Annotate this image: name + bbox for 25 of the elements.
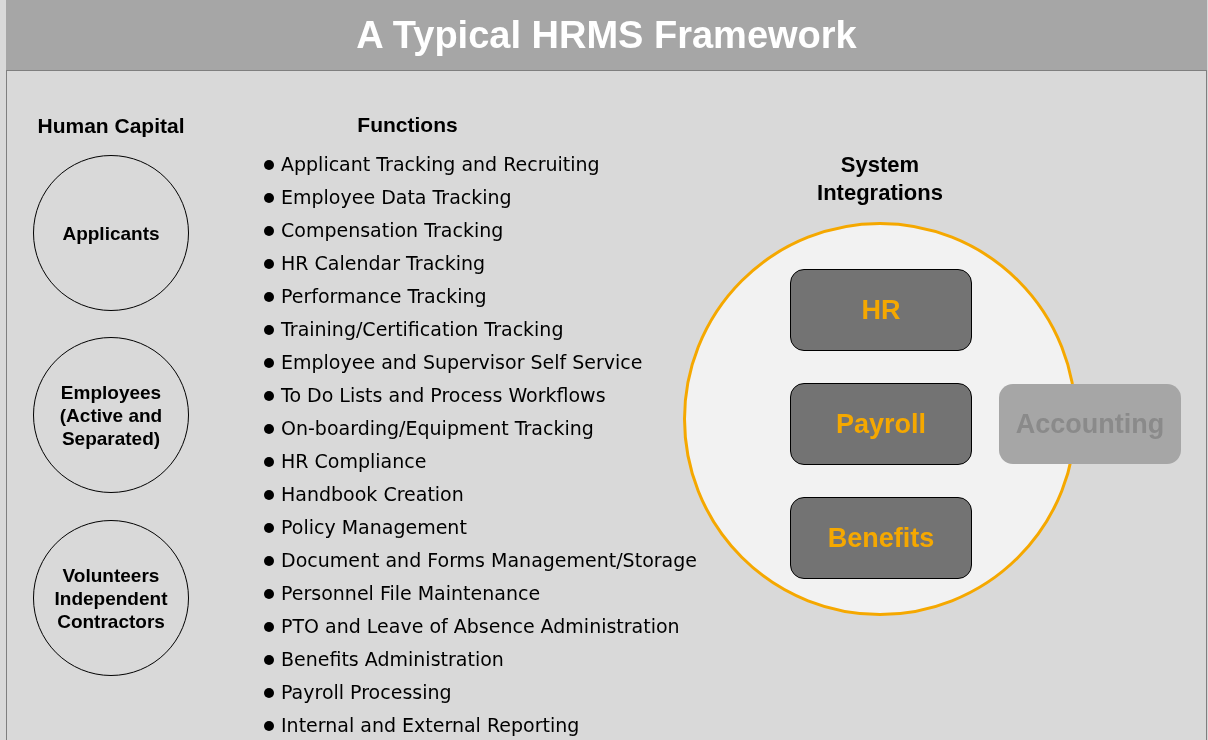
function-item: Applicant Tracking and Recruiting bbox=[281, 152, 600, 178]
function-item: HR Calendar Tracking bbox=[281, 251, 486, 277]
function-item: Document and Forms Management/Storage bbox=[281, 548, 697, 574]
function-item: To Do Lists and Process Workflows bbox=[281, 383, 606, 409]
system-box: Payroll bbox=[790, 383, 972, 465]
function-item: PTO and Leave of Absence Administration bbox=[281, 614, 680, 640]
function-item: Compensation Tracking bbox=[281, 218, 504, 244]
function-item: On-boarding/Equipment Tracking bbox=[281, 416, 594, 442]
system-box: Benefits bbox=[790, 497, 972, 579]
system-box: HR bbox=[790, 269, 972, 351]
function-item: Handbook Creation bbox=[281, 482, 464, 508]
function-item: Training/Certification Tracking bbox=[281, 317, 564, 343]
function-item: Policy Management bbox=[281, 515, 467, 541]
function-item: Internal and External Reporting bbox=[281, 713, 580, 739]
function-item: Employee Data Tracking bbox=[281, 185, 512, 211]
section-heading: System Integrations bbox=[816, 151, 944, 207]
function-item: Benefits Administration bbox=[281, 647, 504, 673]
function-item: Employee and Supervisor Self Service bbox=[281, 350, 643, 376]
title-bar: A Typical HRMS Framework bbox=[6, 0, 1207, 71]
section-heading: Human Capital bbox=[36, 113, 186, 139]
function-item: HR Compliance bbox=[281, 449, 427, 475]
section-heading: Functions bbox=[356, 112, 459, 138]
function-item: Personnel File Maintenance bbox=[281, 581, 541, 607]
function-item: Payroll Processing bbox=[281, 680, 452, 706]
function-item: Performance Tracking bbox=[281, 284, 487, 310]
